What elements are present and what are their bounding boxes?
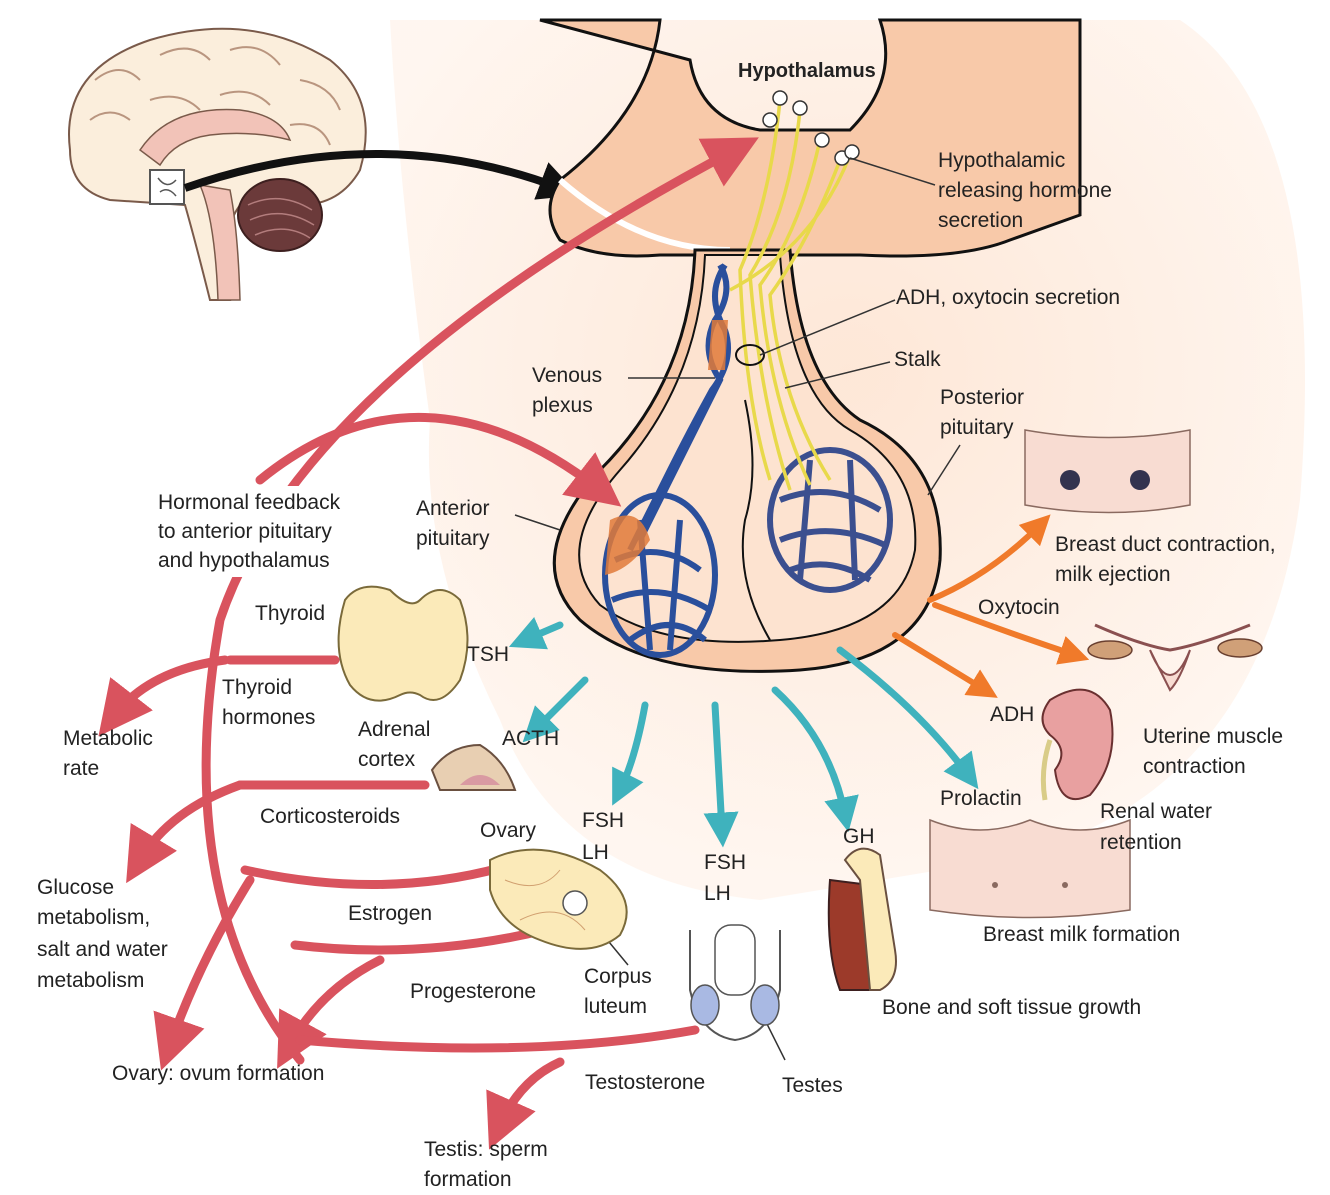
releasing-hormone-label-line1: Hypothalamic [938,146,1065,176]
acth-label: ACTH [502,724,559,754]
glucose-label-line1: Glucose [37,873,114,903]
releasing-hormone-label-line3: secretion [938,206,1023,236]
fsh-label-ovary: FSH [582,806,624,836]
feedback-label-line3: and hypothalamus [158,546,340,575]
breast-duct-label-line2: milk ejection [1055,560,1171,590]
anterior-pituitary-label-line2: pituitary [416,524,490,554]
feedback-label-line2: to anterior pituitary [158,517,340,546]
venous-plexus-label-line2: plexus [532,391,593,421]
releasing-hormone-label-line2: releasing hormone [938,176,1112,206]
hypothalamus-label: Hypothalamus [738,56,876,86]
bone-growth-label: Bone and soft tissue growth [882,993,1141,1023]
renal-retention-label-line2: retention [1100,828,1182,858]
testes-label: Testes [782,1071,843,1101]
uterine-contraction-label-line1: Uterine muscle [1143,722,1283,752]
adh-oxytocin-secretion-label: ADH, oxytocin secretion [896,283,1120,313]
corticosteroids-label: Corticosteroids [260,802,400,832]
breast-duct-label-line1: Breast duct contraction, [1055,530,1276,560]
glucose-label-line4: metabolism [37,966,144,996]
anterior-pituitary-label-line1: Anterior [416,494,490,524]
thyroid-hormones-label-line2: hormones [222,703,315,733]
thyroid-illustration [339,587,468,701]
sperm-formation-label-line2: formation [424,1165,512,1195]
hormonal-feedback-label: Hormonal feedback to anterior pituitary … [152,486,346,577]
glucose-label-line3: salt and water [37,935,168,965]
adrenal-cortex-label-line2: cortex [358,745,415,775]
testosterone-label: Testosterone [585,1068,705,1098]
progesterone-label: Progesterone [410,977,536,1007]
gh-label: GH [843,822,875,852]
sperm-formation-label-line1: Testis: sperm [424,1135,548,1165]
fsh-label-testes: FSH [704,848,746,878]
brain-illustration [69,29,366,300]
adh-label: ADH [990,700,1034,730]
posterior-pituitary-label-line2: pituitary [940,413,1014,443]
estrogen-label: Estrogen [348,899,432,929]
testes-illustration [690,925,780,1040]
tsh-label: TSH [467,640,509,670]
breast-top-illustration [1025,430,1190,513]
renal-retention-label-line1: Renal water [1100,797,1212,827]
oxytocin-label: Oxytocin [978,593,1060,623]
adrenal-cortex-label-line1: Adrenal [358,715,430,745]
glucose-label-line2: metabolism, [37,903,150,933]
uterine-contraction-label-line2: contraction [1143,752,1246,782]
thyroid-label: Thyroid [255,599,325,629]
ovary-label: Ovary [480,816,536,846]
corpus-luteum-label-line1: Corpus [584,962,652,992]
venous-plexus-label-line1: Venous [532,361,602,391]
corpus-luteum-label-line2: luteum [584,992,647,1022]
feedback-label-line1: Hormonal feedback [158,488,340,517]
ovum-formation-label: Ovary: ovum formation [112,1059,324,1089]
metabolic-rate-label-line1: Metabolic [63,724,153,754]
stalk-label: Stalk [894,345,941,375]
metabolic-rate-label-line2: rate [63,754,99,784]
lh-label-testes: LH [704,879,731,909]
thyroid-hormones-label-line1: Thyroid [222,673,292,703]
lh-label-ovary: LH [582,838,609,868]
breast-milk-formation-label: Breast milk formation [983,920,1180,950]
prolactin-label: Prolactin [940,784,1022,814]
posterior-pituitary-label-line1: Posterior [940,383,1024,413]
